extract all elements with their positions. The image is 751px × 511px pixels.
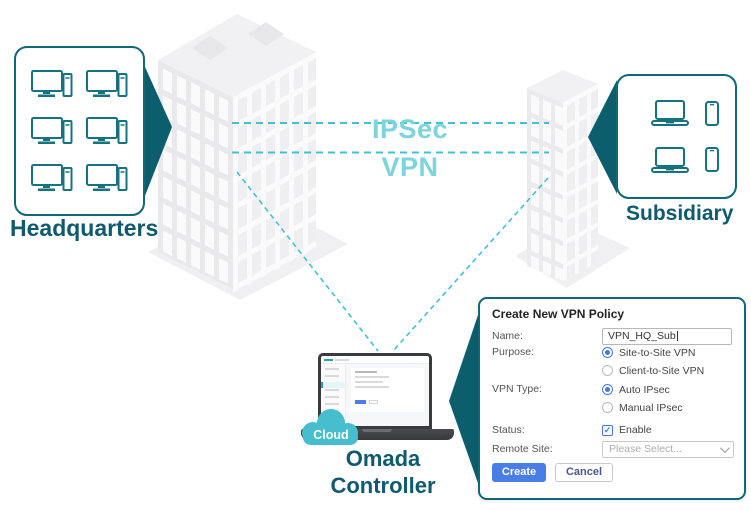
sub-building-right-face xyxy=(563,83,598,281)
controller-label-line1: Omada xyxy=(345,446,421,471)
controller-laptop-base xyxy=(301,429,454,440)
text-cursor xyxy=(676,331,678,341)
desktop-computer-icon xyxy=(30,69,73,98)
desktop-computer-icon xyxy=(30,164,73,193)
smartphone-icon xyxy=(705,147,719,173)
cloud-label: Cloud xyxy=(313,428,348,442)
purpose-option-client-to-site[interactable]: Client-to-Site VPN xyxy=(602,364,704,377)
radio-button-selected[interactable] xyxy=(602,347,613,358)
vpn-type-field-label: VPN Type: xyxy=(492,383,542,395)
name-field-label: Name: xyxy=(492,330,523,342)
laptop-icon xyxy=(650,146,689,173)
remote-site-field-label: Remote Site: xyxy=(492,443,553,455)
vpn-link-label: IPSec VPN xyxy=(330,113,490,183)
mini-ui-content xyxy=(346,364,429,426)
radio-label: Manual IPsec xyxy=(619,401,683,414)
status-field-label: Status: xyxy=(492,424,525,436)
name-input[interactable]: VPN_HQ_Sub xyxy=(602,327,732,345)
headquarters-panel xyxy=(14,46,145,216)
cloud-icon: Cloud xyxy=(302,409,358,445)
radio-button[interactable] xyxy=(602,365,613,376)
controller-laptop-screen xyxy=(318,353,432,429)
purpose-option-site-to-site[interactable]: Site-to-Site VPN xyxy=(602,346,704,359)
desktop-computer-icon xyxy=(30,116,73,145)
vpn-protocol-text: IPSec xyxy=(371,114,449,144)
subsidiary-label: Subsidiary xyxy=(626,202,734,225)
controller-laptop-notch xyxy=(362,429,392,432)
radio-button-selected[interactable] xyxy=(602,384,613,395)
desktop-computer-icon xyxy=(86,69,128,98)
remote-site-select[interactable]: Please Select... xyxy=(602,440,734,458)
radio-button[interactable] xyxy=(602,402,613,413)
create-vpn-policy-dialog: Create New VPN Policy Name: VPN_HQ_Sub P… xyxy=(478,297,746,500)
create-button[interactable]: Create xyxy=(492,462,546,482)
status-enable-option[interactable]: Enable xyxy=(602,424,652,437)
dialog-callout-arrow xyxy=(449,312,479,486)
select-placeholder: Please Select... xyxy=(609,443,682,455)
desktop-computer-icon xyxy=(86,116,128,145)
dialog-title: Create New VPN Policy xyxy=(492,307,625,321)
purpose-field-label: Purpose: xyxy=(492,346,535,358)
name-input-value: VPN_HQ_Sub xyxy=(608,330,676,342)
controller-label: Omada Controller xyxy=(313,445,453,499)
enable-checkbox[interactable] xyxy=(602,424,613,436)
chevron-down-icon xyxy=(719,442,730,453)
mini-ui-logo xyxy=(324,358,333,361)
vpn-type-option-manual-ipsec[interactable]: Manual IPsec xyxy=(602,401,683,414)
subsidiary-panel xyxy=(616,74,737,199)
desktop-computer-icon xyxy=(86,164,128,193)
smartphone-icon xyxy=(705,100,719,126)
laptop-icon xyxy=(650,100,689,127)
vpn-type-option-auto-ipsec[interactable]: Auto IPsec xyxy=(602,383,683,396)
headquarters-label: Headquarters xyxy=(10,215,159,241)
mini-ui-topbar xyxy=(321,356,429,364)
radio-label: Client-to-Site VPN xyxy=(619,364,705,377)
controller-label-line2: Controller xyxy=(330,473,436,498)
radio-label: Auto IPsec xyxy=(619,383,670,396)
cancel-button[interactable]: Cancel xyxy=(555,462,613,482)
radio-label: Site-to-Site VPN xyxy=(619,346,696,359)
vpn-type-text: VPN xyxy=(381,152,439,182)
hq-building-left-face xyxy=(158,60,233,290)
sub-building-left-face xyxy=(527,88,563,281)
mini-ui-active-item xyxy=(321,382,347,388)
checkbox-label: Enable xyxy=(619,424,652,436)
